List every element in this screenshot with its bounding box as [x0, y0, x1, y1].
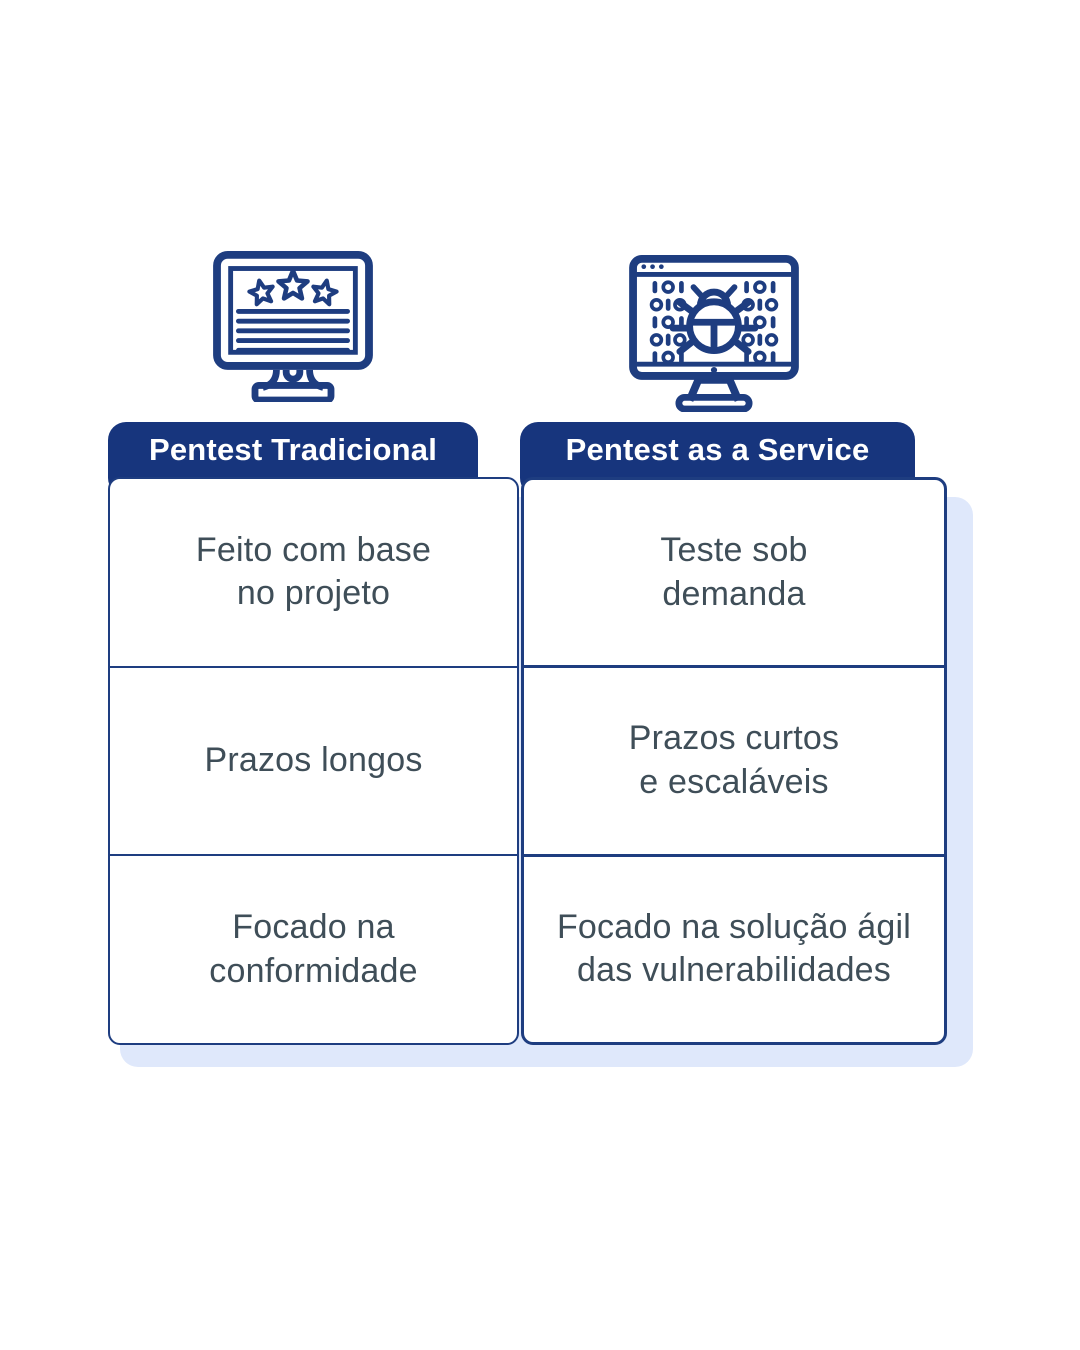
column-card-ptaas: Teste sob demanda Prazos curtos e escalá…	[521, 477, 947, 1045]
header-label-ptaas: Pentest as a Service	[565, 432, 870, 467]
cell-text-line: Feito com base	[195, 530, 432, 569]
cell-traditional-row1: Feito com base no projeto	[110, 479, 517, 668]
cell-text-line: Focado na	[232, 908, 395, 947]
bug-glyph	[669, 284, 759, 355]
cell-text-line: Teste sob	[660, 531, 808, 570]
cell-ptaas-row2: Prazos curtos e escaláveis	[524, 668, 944, 857]
cell-text-line: no projeto	[236, 574, 391, 613]
column-card-traditional: Feito com base no projeto Prazos longos …	[108, 477, 519, 1045]
monitor-stars-icon	[212, 250, 374, 402]
cell-ptaas-row1: Teste sob demanda	[524, 480, 944, 669]
cell-traditional-row2: Prazos longos	[110, 668, 517, 857]
cell-text-line: demanda	[662, 574, 806, 613]
cell-text-line: Focado na solução ágil	[556, 907, 912, 946]
monitor-stars-svg	[213, 250, 373, 402]
cell-text-line: Prazos longos	[204, 741, 423, 780]
cell-text-line: Prazos curtos	[628, 719, 840, 758]
header-label-traditional: Pentest Tradicional	[148, 432, 438, 467]
monitor-bug-icon	[628, 254, 800, 412]
cell-ptaas-row3: Focado na solução ágil das vulnerabilida…	[524, 857, 944, 1042]
monitor-bug-svg	[629, 254, 799, 412]
cell-text-line: das vulnerabilidades	[577, 951, 891, 990]
cell-text-line: conformidade	[209, 951, 418, 990]
cell-traditional-row3: Focado na conformidade	[110, 856, 517, 1043]
cell-text-line: e escaláveis	[639, 762, 829, 801]
